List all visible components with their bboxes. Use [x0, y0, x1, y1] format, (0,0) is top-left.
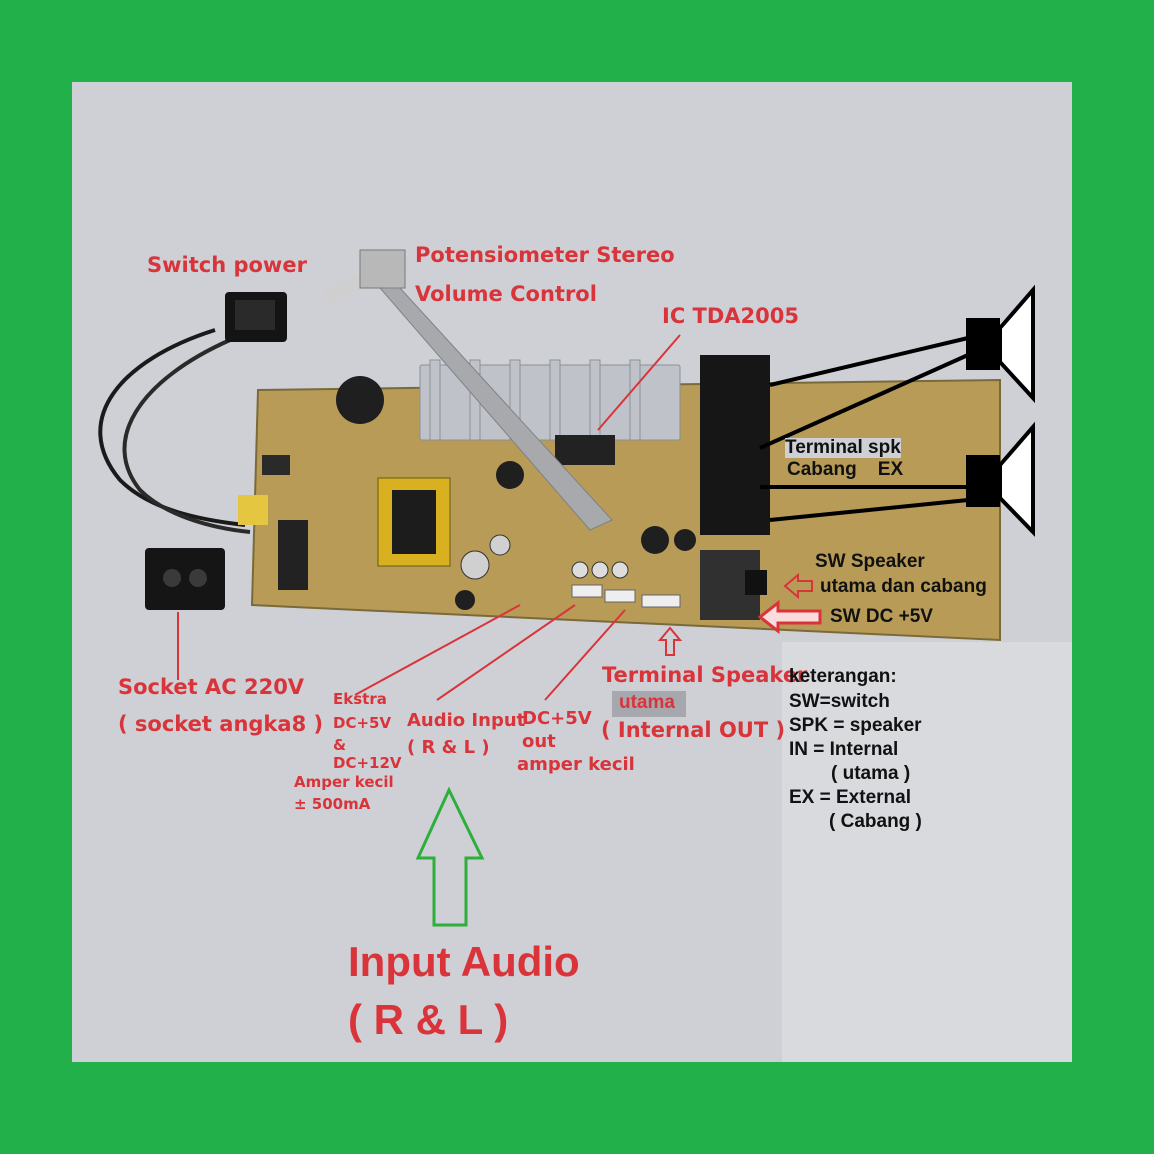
label-amper-line2: ± 500mA — [294, 795, 371, 813]
legend-line-sw: SW=switch — [789, 691, 890, 712]
potentiometer-shape — [323, 249, 613, 531]
legend-line-utama: ( utama ) — [831, 763, 911, 784]
label-utama-box — [612, 691, 686, 717]
label-socket-ac-line1: Socket AC 220V — [118, 675, 305, 699]
label-ekstra-line1: Ekstra — [333, 690, 387, 708]
label-audio-input-line2: ( R & L ) — [407, 737, 490, 758]
label-ekstra-line4: DC+12V — [333, 754, 402, 772]
label-dc5-line3: amper kecil — [517, 754, 635, 775]
label-ekstra-line3: & — [333, 736, 347, 754]
label-sw-speaker-line1: SW Speaker — [815, 551, 925, 572]
label-ekstra-line2: DC+5V — [333, 714, 392, 732]
label-pot-line2: Volume Control — [415, 282, 597, 306]
arrow-terminal-speaker — [657, 626, 683, 656]
speaker-wires — [759, 336, 969, 522]
label-ic: IC TDA2005 — [662, 304, 799, 328]
speaker-icon-bottom — [966, 421, 1035, 537]
label-input-audio-big-line1: Input Audio — [348, 938, 580, 985]
label-terminal-spk-line2: Cabang EX — [787, 459, 904, 480]
label-input-audio-big-line2: ( R & L ) — [348, 996, 509, 1043]
arrow-sw-dc — [757, 599, 822, 635]
label-utama: utama — [619, 692, 675, 713]
ic-tda2005-shape — [555, 435, 615, 465]
label-terminal-spk-line1: Terminal spk — [785, 437, 901, 458]
label-dc5-line1: DC+5V — [522, 708, 592, 729]
speaker-icon-top — [966, 284, 1035, 404]
yellow-connector — [238, 495, 268, 525]
legend-line-cabang: ( Cabang ) — [829, 811, 922, 832]
label-internal-out: ( Internal OUT ) — [601, 718, 786, 742]
label-socket-ac-line2: ( socket angka8 ) — [118, 712, 324, 736]
socket-ac-shape — [145, 548, 225, 610]
legend-line-ex: EX = External — [789, 787, 911, 808]
pointer-lines — [177, 334, 681, 701]
green-up-arrow — [415, 786, 485, 927]
label-dc5-line2: out — [522, 731, 556, 752]
legend-title: keterangan: — [789, 666, 897, 687]
label-terminal-speaker: Terminal Speaker — [602, 663, 808, 687]
capacitor-big — [336, 376, 384, 424]
label-sw-speaker-line2: utama dan cabang — [820, 576, 987, 597]
legend-line-spk: SPK = speaker — [789, 715, 922, 736]
label-pot-line1: Potensiometer Stereo — [415, 243, 675, 267]
legend-background — [782, 642, 1072, 1062]
speaker-terminal-block — [700, 355, 770, 535]
arrow-sw-speaker — [783, 572, 813, 600]
label-audio-input-line1: Audio Input — [407, 710, 526, 731]
label-amper-line1: Amper kecil — [294, 773, 394, 791]
label-switch-power: Switch power — [147, 253, 307, 277]
power-wire-2 — [122, 338, 251, 534]
label-sw-dc: SW DC +5V — [830, 606, 933, 627]
legend-line-in: IN = Internal — [789, 739, 899, 760]
power-wire-1 — [98, 328, 246, 527]
